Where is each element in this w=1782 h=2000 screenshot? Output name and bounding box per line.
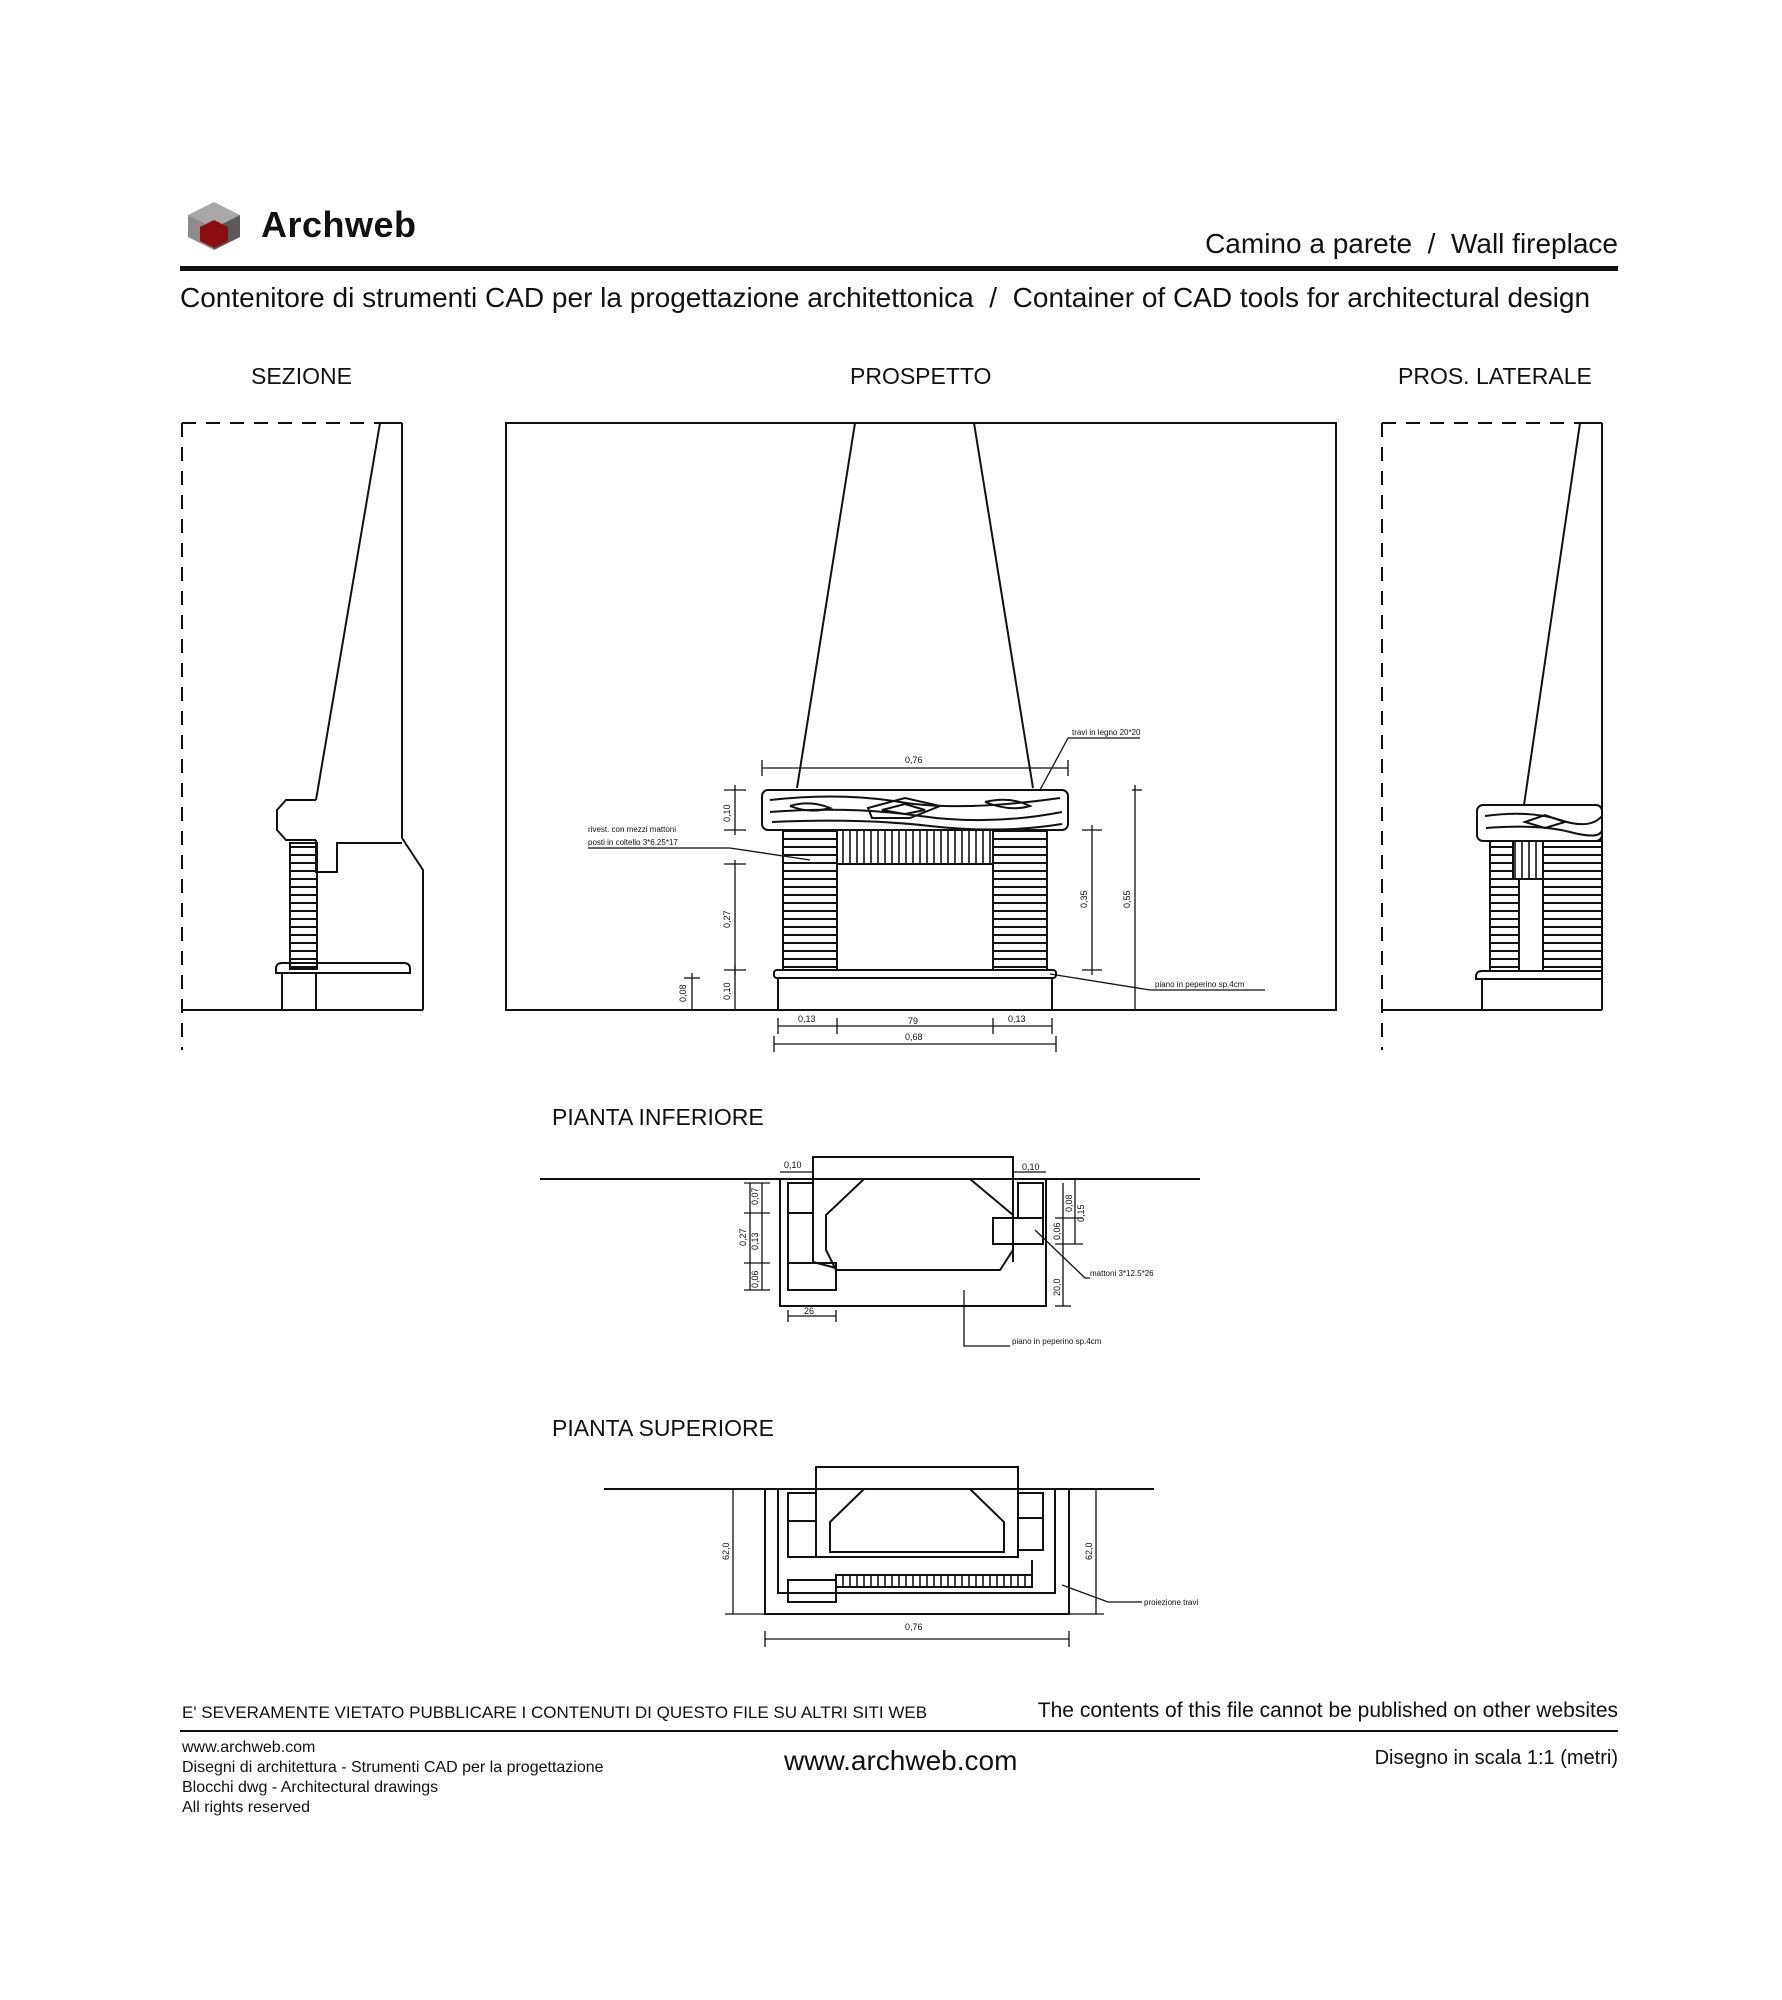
dim-prospetto-h-total: 0,55 [1122, 890, 1132, 908]
view-title-pianta-superiore: PIANTA SUPERIORE [552, 1415, 774, 1441]
dim-inf-right-a: 0,08 [1064, 1194, 1074, 1212]
label-beam: travi in legno 20*20 [1072, 728, 1141, 737]
warning-english: The contents of this file cannot be publ… [1037, 1699, 1618, 1722]
scale-note: Disegno in scala 1:1 (metri) [1374, 1747, 1618, 1769]
warning-italian: E' SEVERAMENTE VIETATO PUBBLICARE I CONT… [182, 1703, 928, 1722]
footer-rule [180, 1730, 1618, 1732]
sezione-view [181, 422, 424, 1050]
view-title-prospetto: PROSPETTO [850, 363, 992, 389]
dim-prospetto-h-inner: 0,35 [1079, 890, 1089, 908]
dim-prospetto-w-left: 0,13 [798, 1014, 816, 1024]
dim-inf-top-left: 0,10 [784, 1160, 802, 1170]
dim-prospetto-w-total: 0,68 [905, 1032, 923, 1042]
footer-line-4: All rights reserved [182, 1799, 311, 1816]
label-slab-prospetto: piano in peperino sp.4cm [1155, 980, 1245, 989]
label-brick-2: posti in coltello 3*6.25*17 [588, 838, 678, 847]
footer-line-1: www.archweb.com [182, 1739, 316, 1756]
label-bricks-inf: mattoni 3*12.5*26 [1090, 1269, 1154, 1278]
dim-prospetto-h-opening: 0,27 [722, 910, 732, 928]
dim-inf-right-total: 0,15 [1076, 1204, 1086, 1222]
view-title-sezione: SEZIONE [251, 363, 352, 389]
label-brick-1: rivest. con mezzi mattoni [588, 825, 676, 834]
footer-info: www.archweb.com Disegni di architettura … [182, 1738, 604, 1818]
pianta-inferiore-view [540, 1156, 1200, 1347]
pianta-superiore-view [604, 1466, 1154, 1647]
footer-url-link[interactable]: www.archweb.com [784, 1745, 1018, 1776]
label-slab-inf: piano in peperino sp.4cm [1012, 1337, 1102, 1346]
tagline: Contenitore di strumenti CAD per la prog… [180, 282, 1591, 313]
view-title-laterale: PROS. LATERALE [1398, 363, 1592, 389]
dim-sup-bottom: 0,76 [905, 1622, 923, 1632]
dim-prospetto-h-beam: 0,10 [722, 804, 732, 822]
dim-prospetto-width-top: 0,76 [905, 755, 923, 765]
label-proj: proiezione travi [1144, 1598, 1198, 1607]
dim-inf-left-total: 0,27 [738, 1228, 748, 1246]
prospetto-view [505, 422, 1337, 1052]
footer-line-2: Disegni di architettura - Strumenti CAD … [182, 1759, 604, 1776]
drawing-title: Camino a parete / Wall fireplace [1205, 228, 1618, 259]
dim-prospetto-h-base: 0,10 [722, 982, 732, 1000]
dim-inf-top-right: 0,10 [1022, 1162, 1040, 1172]
footer-line-3: Blocchi dwg - Architectural drawings [182, 1779, 439, 1796]
dim-prospetto-w-right: 0,13 [1008, 1014, 1026, 1024]
dim-inf-right-depth: 20,0 [1052, 1278, 1062, 1296]
laterale-view [1381, 422, 1603, 1050]
logo-cube-icon [188, 202, 240, 250]
dim-inf-left-b: 0,13 [750, 1232, 760, 1250]
header-rule [180, 266, 1618, 271]
dim-sup-right: 62,0 [1084, 1542, 1094, 1560]
dim-inf-bottom: 26 [804, 1306, 814, 1316]
dim-prospetto-w-mid: 79 [908, 1016, 918, 1026]
dim-inf-right-b: 0,06 [1052, 1222, 1062, 1240]
view-title-pianta-inferiore: PIANTA INFERIORE [552, 1104, 764, 1130]
dim-prospetto-h-floor: 0,08 [678, 984, 688, 1002]
brand-name: Archweb [261, 204, 417, 245]
dim-sup-left: 62,0 [721, 1542, 731, 1560]
archweb-logo [186, 200, 242, 252]
dim-inf-left-a: 0,07 [750, 1187, 760, 1205]
dim-inf-left-c: 0,06 [750, 1270, 760, 1288]
